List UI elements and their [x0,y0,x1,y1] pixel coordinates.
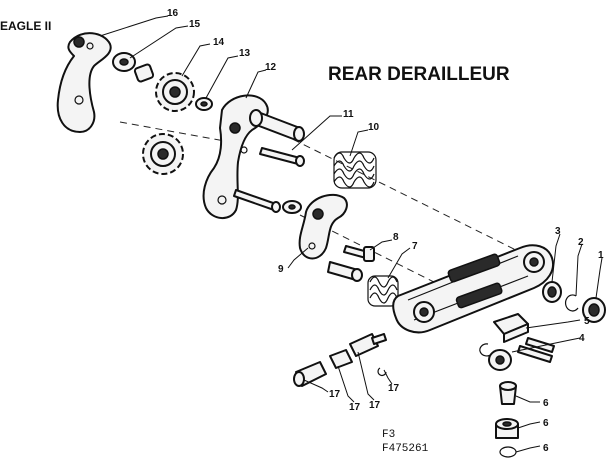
callout-13: 13 [239,48,251,59]
callout-8: 8 [393,232,399,243]
adjuster-nut [495,418,519,439]
stop-screw [343,245,375,262]
figure-label: F3 [382,429,395,441]
pulley-bushing [112,52,136,72]
cable-adjuster-bolt [349,333,387,357]
callout-17-sleeve: 17 [329,389,341,400]
callout-7: 7 [412,241,418,252]
pulley-washer [195,97,213,111]
callout-12: 12 [265,62,277,73]
pivot-spring [367,275,399,307]
callout-3: 3 [555,226,561,237]
cable-fixing-bolt [517,345,553,363]
cable-clamp-bolt [525,337,555,353]
callout-1: 1 [598,250,604,261]
mounting-washer [542,281,562,303]
callout-6-barrel: 6 [543,398,549,409]
derailleur-main-body [392,244,554,334]
cage-washer [282,200,302,214]
pulley-bolt [259,147,305,167]
adjuster-barrel [499,381,517,405]
cage-tension-spring [333,151,377,189]
lower-jockey-pulley [142,133,184,175]
assembly-axis-line [119,121,231,143]
callout-2: 2 [578,237,584,248]
callout-9: 9 [278,264,284,275]
callout-4: 4 [579,333,585,344]
pivot-body [298,193,348,260]
callout-11: 11 [343,109,354,120]
retaining-clip [564,294,579,312]
cable-clamp-plate [493,313,529,343]
callout-5: 5 [584,316,590,327]
clamp-nut [488,349,512,371]
callout-leaders [99,15,603,453]
diagram-title: REAR DERAILLEUR [328,64,510,85]
upper-jockey-pulley [155,72,195,112]
callout-17-nut: 17 [349,402,361,413]
part-code-label: F475261 [382,443,429,455]
cage-pivot-shaft [249,109,305,142]
adjuster-ring [499,446,517,458]
callout-16: 16 [167,8,179,19]
model-label: EAGLE II [0,19,51,33]
callout-6-ring: 6 [543,443,549,454]
cable-adjuster-sleeve [293,361,327,387]
callout-10: 10 [368,122,380,133]
lower-pulley-bolt [233,189,281,213]
callout-6-nut: 6 [543,418,549,429]
outer-cage-plate [56,32,112,133]
pulley-spacer [133,63,155,83]
callout-17-clip: 17 [388,383,400,394]
mounting-nut [582,297,606,323]
pivot-pin [327,261,363,282]
callout-17-bolt: 17 [369,400,381,411]
callout-14: 14 [213,37,225,48]
cable-adjuster-nut [329,349,353,369]
callout-15: 15 [189,19,201,30]
